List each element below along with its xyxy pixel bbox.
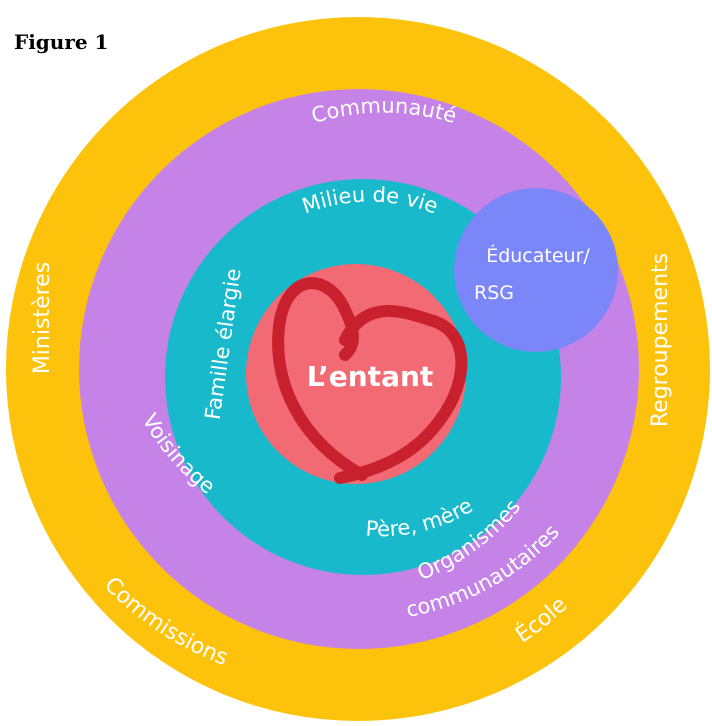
educator-circle [454,188,618,352]
center-label: L’entant [307,360,434,393]
outer-right-label: Regroupements [648,253,673,427]
figure-label: Figure 1 [14,30,109,54]
educator-label-line1: Éducateur/ [486,244,590,267]
heart-icon [272,277,468,484]
outer-left-label: Ministères [30,262,55,374]
educator-label-line2: RSG [474,282,514,304]
